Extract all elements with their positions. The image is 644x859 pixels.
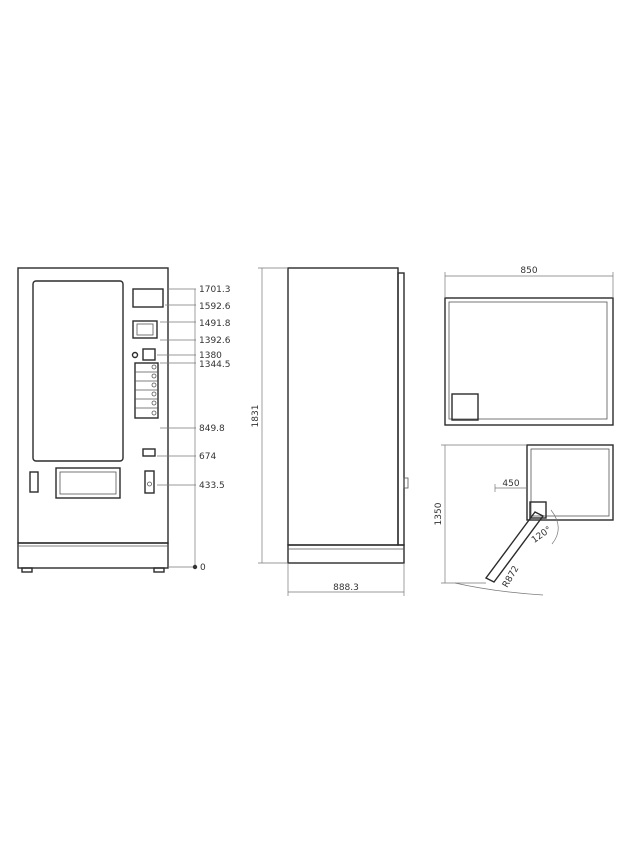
side-door-profile — [397, 272, 405, 546]
card-reader — [132, 320, 158, 339]
coin-return-button — [142, 448, 156, 457]
zero-datum-marker — [192, 564, 198, 570]
side-view: 1831 888.3 — [251, 267, 409, 596]
door-swing-arc — [454, 582, 544, 596]
height-label-7: 849.8 — [199, 424, 225, 434]
front-display-window — [32, 280, 124, 462]
side-height-label: 1831 — [251, 405, 261, 428]
door-hinge-box — [529, 501, 547, 519]
side-base — [287, 544, 405, 564]
door-offset-label: 450 — [502, 479, 519, 489]
height-label-3: 1491.8 — [199, 319, 231, 329]
height-label-2: 1592.6 — [199, 302, 231, 312]
door-open-view: 120° R872 450 1350 — [434, 444, 614, 596]
height-label-1: 1701.3 — [199, 285, 231, 295]
front-foot-right — [153, 567, 165, 573]
height-label-6: 1344.5 — [199, 360, 231, 370]
front-side-handle — [29, 471, 39, 493]
top-panel-display — [132, 288, 164, 308]
side-depth-label: 888.3 — [333, 583, 359, 593]
top-view: 850 — [444, 266, 614, 426]
height-label-5: 1380 — [199, 351, 222, 361]
door-angle-arc — [550, 509, 559, 545]
top-width-label: 850 — [520, 266, 537, 276]
door-depth-label: 1350 — [434, 502, 444, 525]
height-label-4: 1392.6 — [199, 336, 231, 346]
door-view-cabinet — [526, 444, 614, 521]
front-height-dimensions: 1701.3 1592.6 1491.8 1392.6 1380 1344.5 … — [157, 285, 231, 573]
indicator-led — [131, 351, 139, 359]
height-label-8: 674 — [199, 452, 216, 462]
coin-insert-slot — [142, 348, 156, 361]
front-foot-left — [21, 567, 33, 573]
side-door-handle — [403, 477, 409, 489]
product-delivery-door — [55, 467, 121, 499]
front-cabinet-outline — [17, 267, 169, 544]
height-label-10: 0 — [200, 563, 206, 573]
selection-keypad — [134, 362, 159, 419]
front-view — [17, 267, 169, 573]
coin-return-cup — [144, 470, 155, 494]
side-cabinet-outline — [287, 267, 399, 546]
open-door-panel — [484, 511, 545, 583]
top-corner-hinge-box — [451, 393, 479, 421]
height-label-9: 433.5 — [199, 481, 225, 491]
front-base-plinth — [17, 542, 169, 569]
top-outline — [444, 297, 614, 426]
